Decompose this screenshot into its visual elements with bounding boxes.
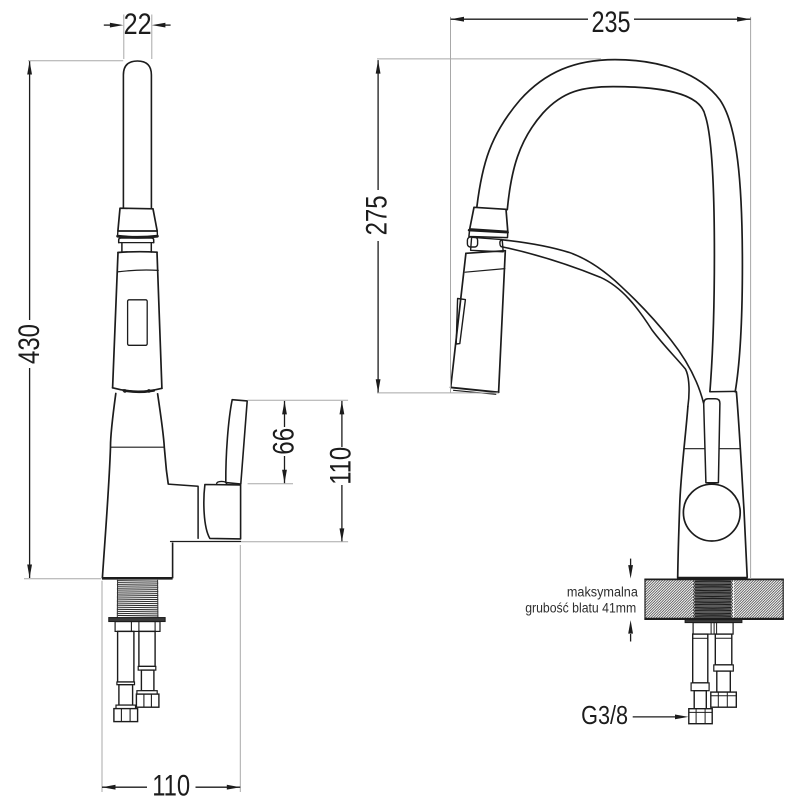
svg-text:275: 275: [360, 195, 393, 235]
svg-text:grubość blatu 41mm: grubość blatu 41mm: [525, 600, 636, 615]
svg-text:maksymalna: maksymalna: [567, 585, 639, 600]
svg-text:110: 110: [325, 447, 358, 485]
svg-text:G3/8: G3/8: [581, 702, 628, 730]
svg-text:22: 22: [124, 8, 152, 41]
svg-text:430: 430: [13, 324, 46, 364]
svg-text:110: 110: [152, 769, 190, 800]
svg-text:66: 66: [267, 428, 300, 455]
svg-text:235: 235: [592, 6, 631, 39]
